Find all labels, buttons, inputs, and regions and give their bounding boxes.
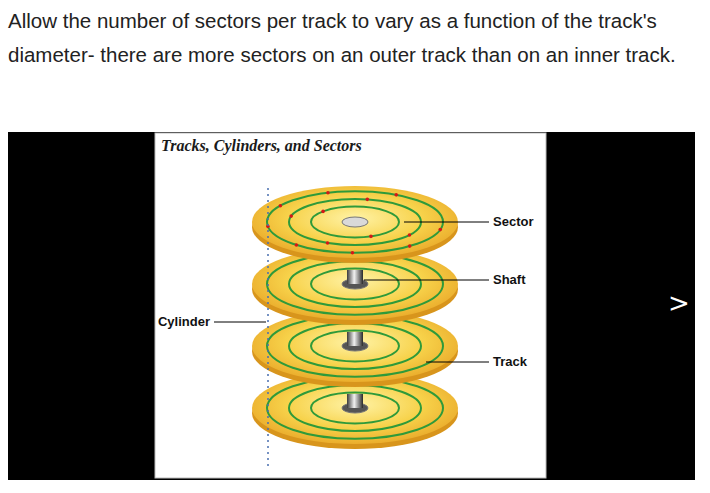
part-label: Cylinder <box>157 314 211 329</box>
sector-mark <box>279 204 283 208</box>
part-label: Shaft <box>492 272 527 287</box>
cylinder-line <box>267 188 269 470</box>
sector-mark <box>408 244 412 248</box>
sector-mark <box>326 241 330 245</box>
hub <box>342 217 368 227</box>
sector-mark <box>295 243 299 247</box>
leader-line <box>426 362 489 363</box>
part-label: Track <box>492 354 528 369</box>
sector-mark <box>321 210 325 214</box>
sector-mark <box>369 235 373 239</box>
track <box>311 269 399 300</box>
next-arrow: > <box>668 288 690 318</box>
sector-mark <box>408 233 412 237</box>
track <box>311 331 399 362</box>
sector-mark <box>438 228 442 232</box>
figure-title: Tracks, Cylinders, and Sectors <box>161 137 362 155</box>
track <box>311 207 399 238</box>
leader-line <box>404 222 489 223</box>
track <box>311 393 399 424</box>
leader-line <box>214 322 266 323</box>
leader-line <box>364 280 489 281</box>
shaft <box>347 270 363 284</box>
track <box>289 261 421 307</box>
sector-mark <box>366 198 370 202</box>
platter-stack <box>252 186 458 449</box>
track <box>289 385 421 431</box>
black-frame <box>8 132 695 480</box>
shaft <box>347 332 363 346</box>
track <box>289 323 421 369</box>
shaft <box>347 394 363 408</box>
sector-mark <box>394 193 398 197</box>
sector-mark <box>351 251 355 255</box>
sector-mark <box>326 191 330 195</box>
image-panel <box>155 133 546 478</box>
sector-mark <box>289 214 293 218</box>
track <box>289 199 421 245</box>
intro-paragraph: Allow the number of sectors per track to… <box>8 4 696 72</box>
part-label: Sector <box>492 214 534 229</box>
